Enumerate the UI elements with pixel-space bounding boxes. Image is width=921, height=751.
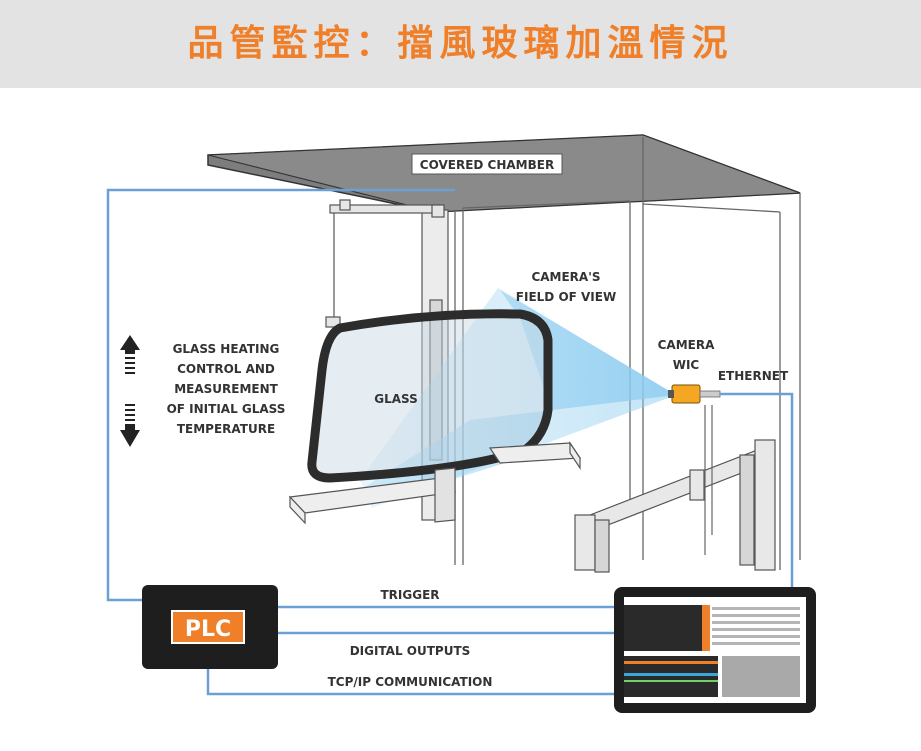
- covered-chamber-label: COVERED CHAMBER: [420, 158, 554, 172]
- ethernet-label: ETHERNET: [718, 369, 789, 383]
- tcpip-label: TCP/IP COMMUNICATION: [328, 675, 493, 689]
- heating-label-line-5: TEMPERATURE: [177, 422, 275, 436]
- glass-label: GLASS: [374, 392, 418, 406]
- camera-label-2: WIC: [673, 358, 700, 372]
- heating-label-line-3: MEASUREMENT: [174, 382, 278, 396]
- plc-label: PLC: [185, 617, 231, 642]
- heating-label-line-1: GLASS HEATING: [173, 342, 280, 356]
- glass-support-beams: [288, 441, 582, 525]
- conveyor-gantry: [574, 405, 776, 573]
- monitor-screen: [614, 587, 816, 713]
- camera-fov-label-1: CAMERA'S: [531, 270, 600, 284]
- camera-label-1: CAMERA: [658, 338, 715, 352]
- down-arrow-icon: [120, 404, 140, 447]
- trigger-label: TRIGGER: [380, 588, 439, 602]
- camera-fov-label-2: FIELD OF VIEW: [516, 290, 616, 304]
- wiring: [106, 188, 794, 696]
- page-title: 品管監控：擋風玻璃加溫情況: [187, 23, 734, 64]
- up-arrow-icon: [120, 335, 140, 374]
- heating-label-line-4: OF INITIAL GLASS: [167, 402, 286, 416]
- camera-icon: [668, 384, 721, 404]
- covered-chamber-label-box: [411, 153, 563, 175]
- plc-badge: [171, 610, 245, 644]
- heating-label-line-2: CONTROL AND: [177, 362, 275, 376]
- header-bar: [0, 0, 921, 88]
- digital-outputs-label: DIGITAL OUTPUTS: [350, 644, 471, 658]
